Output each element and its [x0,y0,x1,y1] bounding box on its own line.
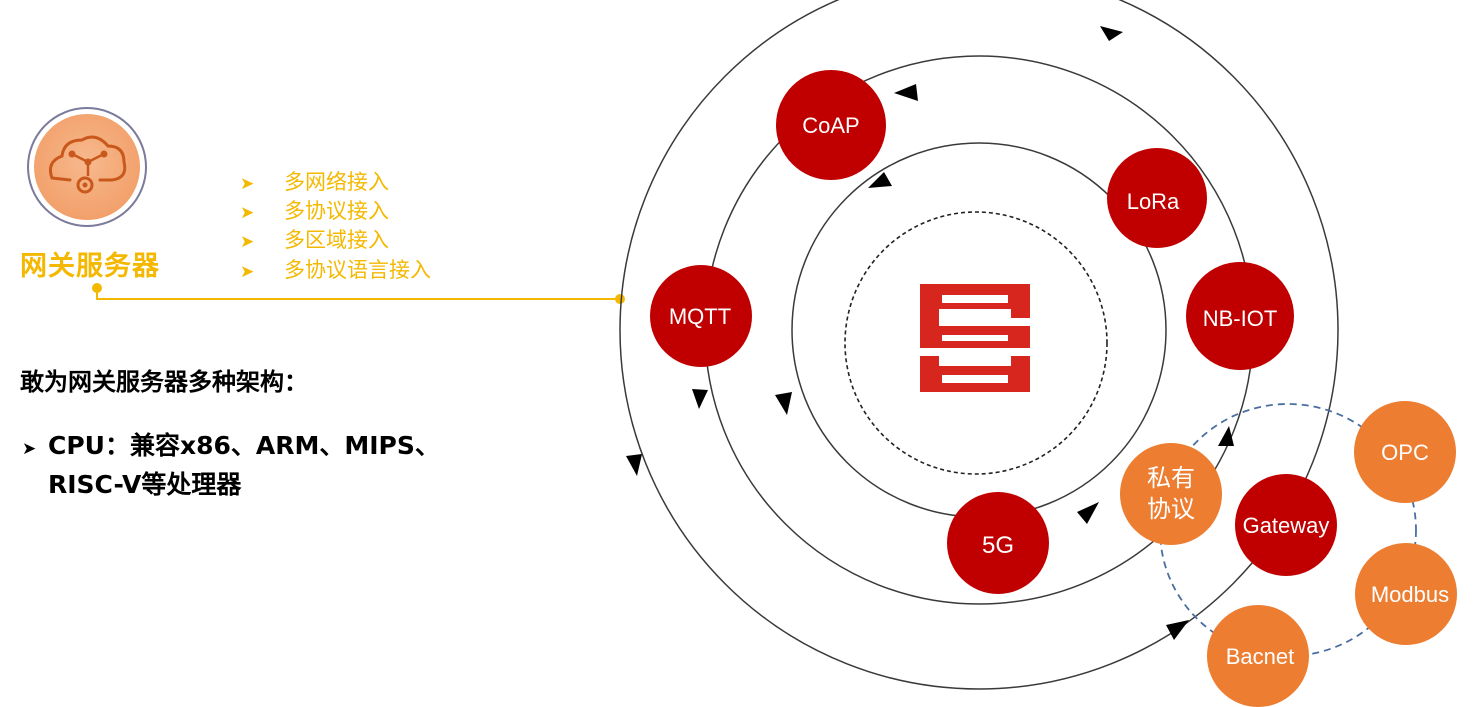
arrow-inner-right [1218,426,1234,446]
private-label-1: 私有 [1147,464,1195,492]
arrow-bullet-icon: ➤ [240,232,255,252]
arrow-bullet-icon: ➤ [240,203,255,223]
cpu-bullet: ➤ CPU：兼容x86、ARM、MIPS、 RISC-V等处理器 [22,428,440,502]
node-modbus: Modbus [1355,543,1457,645]
feature-item: ➤ 多区域接入 [240,224,389,254]
feature-item: ➤ 多协议接入 [240,195,389,225]
cpu-line-1: CPU：兼容x86、ARM、MIPS、 [48,431,440,460]
arrow-bullet-icon: ➤ [240,174,255,194]
cloud-network-icon [27,107,147,227]
outer-orbit [619,0,1339,690]
feature-label: 多区域接入 [284,228,389,252]
lora-label: LoRa [1127,189,1180,214]
nbiot-label: NB-IOT [1203,306,1278,331]
opc-label: OPC [1381,440,1429,465]
arrow-outer-top [1100,26,1123,41]
feature-label: 多协议语言接入 [284,258,431,282]
coap-label: CoAP [802,113,859,138]
core-dashed-ring [844,211,1108,475]
arrow-bullet-icon: ➤ [22,439,37,459]
node-opc: OPC [1354,401,1456,503]
modbus-label: Modbus [1371,582,1449,607]
arrow-middle-bottom [1077,502,1099,524]
mqtt-label: MQTT [669,304,731,329]
arrow-bullet-icon: ➤ [240,262,255,282]
node-private-protocol: 私有 协议 [1120,443,1222,545]
feature-item: ➤ 多网络接入 [240,166,389,196]
arrow-outer-left [626,454,642,476]
architecture-heading: 敢为网关服务器多种架构： [20,368,308,396]
5g-label: 5G [982,532,1014,559]
cpu-line-2: RISC-V等处理器 [48,470,242,499]
connector-line [92,283,625,304]
gateway-server-title: 网关服务器 [20,251,160,282]
node-nbiot: NB-IOT [1186,262,1294,370]
node-lora: LoRa [1107,148,1207,248]
arrow-middle-top [894,84,918,101]
gateway-label: Gateway [1243,513,1330,538]
bacnet-label: Bacnet [1226,644,1295,669]
feature-item: ➤ 多协议语言接入 [240,254,431,284]
node-mqtt: MQTT [650,265,752,367]
orbit-arrows [626,26,1234,640]
node-bacnet: Bacnet [1207,605,1309,707]
arrow-inner-top [868,172,892,188]
arrow-outer-bottom [1166,620,1189,640]
company-logo-icon [920,284,1030,392]
feature-label: 多网络接入 [284,170,389,194]
arrow-inner-left [775,392,792,415]
node-5g: 5G [947,492,1049,594]
node-gateway: Gateway [1235,474,1337,576]
arrow-middle-left [692,389,708,409]
feature-label: 多协议接入 [284,199,389,223]
private-label-2: 协议 [1147,495,1195,523]
node-coap: CoAP [776,70,886,180]
